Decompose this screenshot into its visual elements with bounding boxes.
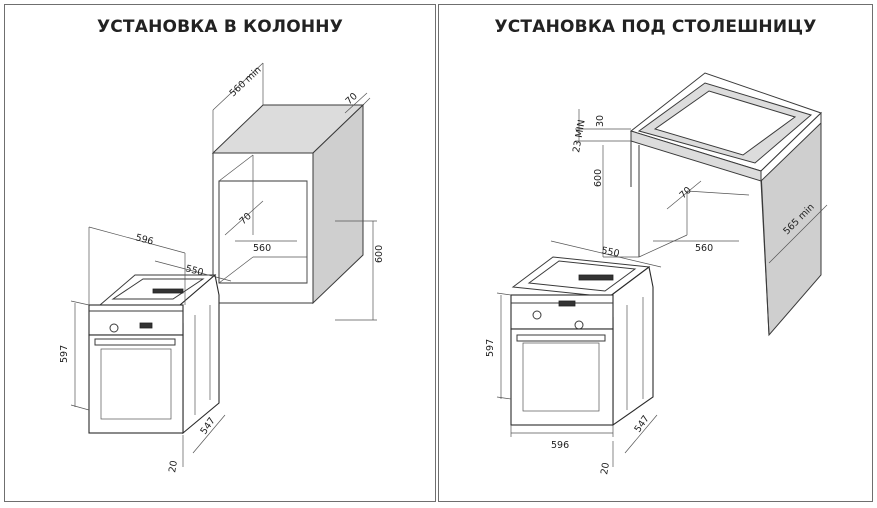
dim-niche-width: 560 — [253, 243, 271, 254]
dim-oven-depth: 550 — [184, 263, 204, 278]
dim-oven-body-depth: 547 — [198, 416, 217, 437]
oven-left-dimensions — [70, 226, 232, 467]
oven-left — [88, 273, 220, 435]
oven-right — [510, 256, 654, 427]
countertop-install-drawing: 30 23 MIN 600 70 560 565 min — [485, 72, 828, 476]
dim-niche-width: 560 — [695, 243, 713, 254]
dim-niche-height: 600 — [593, 169, 604, 187]
column-install-drawing: 560 min 70 70 560 600 — [59, 62, 385, 474]
cabinet-dimensions — [212, 62, 377, 321]
panel-countertop-install: УСТАНОВКА ПОД СТОЛЕШНИЦУ — [438, 4, 873, 502]
dim-oven-depth: 550 — [600, 245, 620, 260]
dim-top-gap: 30 — [595, 115, 606, 127]
dim-oven-width: 596 — [134, 232, 154, 247]
panel-title: УСТАНОВКА ПОД СТОЛЕШНИЦУ — [494, 17, 817, 37]
dim-niche-depth: 560 min — [228, 64, 264, 99]
dim-niche-height: 600 — [374, 245, 385, 263]
oven-right-dimensions — [496, 240, 662, 467]
panel-title: УСТАНОВКА В КОЛОННУ — [96, 17, 344, 37]
countertop-dimensions — [575, 109, 828, 264]
dim-oven-height: 597 — [485, 339, 496, 357]
dim-min-gap: 23 MIN — [571, 119, 588, 154]
dim-front-thickness: 20 — [167, 460, 180, 474]
dim-oven-height: 597 — [59, 345, 70, 363]
dim-front-thickness: 20 — [599, 462, 612, 476]
column-cabinet — [211, 103, 365, 305]
countertop-cabinet — [629, 72, 822, 337]
dim-oven-width: 596 — [551, 440, 569, 451]
panel-column-install: УСТАНОВКА В КОЛОННУ — [4, 4, 436, 502]
